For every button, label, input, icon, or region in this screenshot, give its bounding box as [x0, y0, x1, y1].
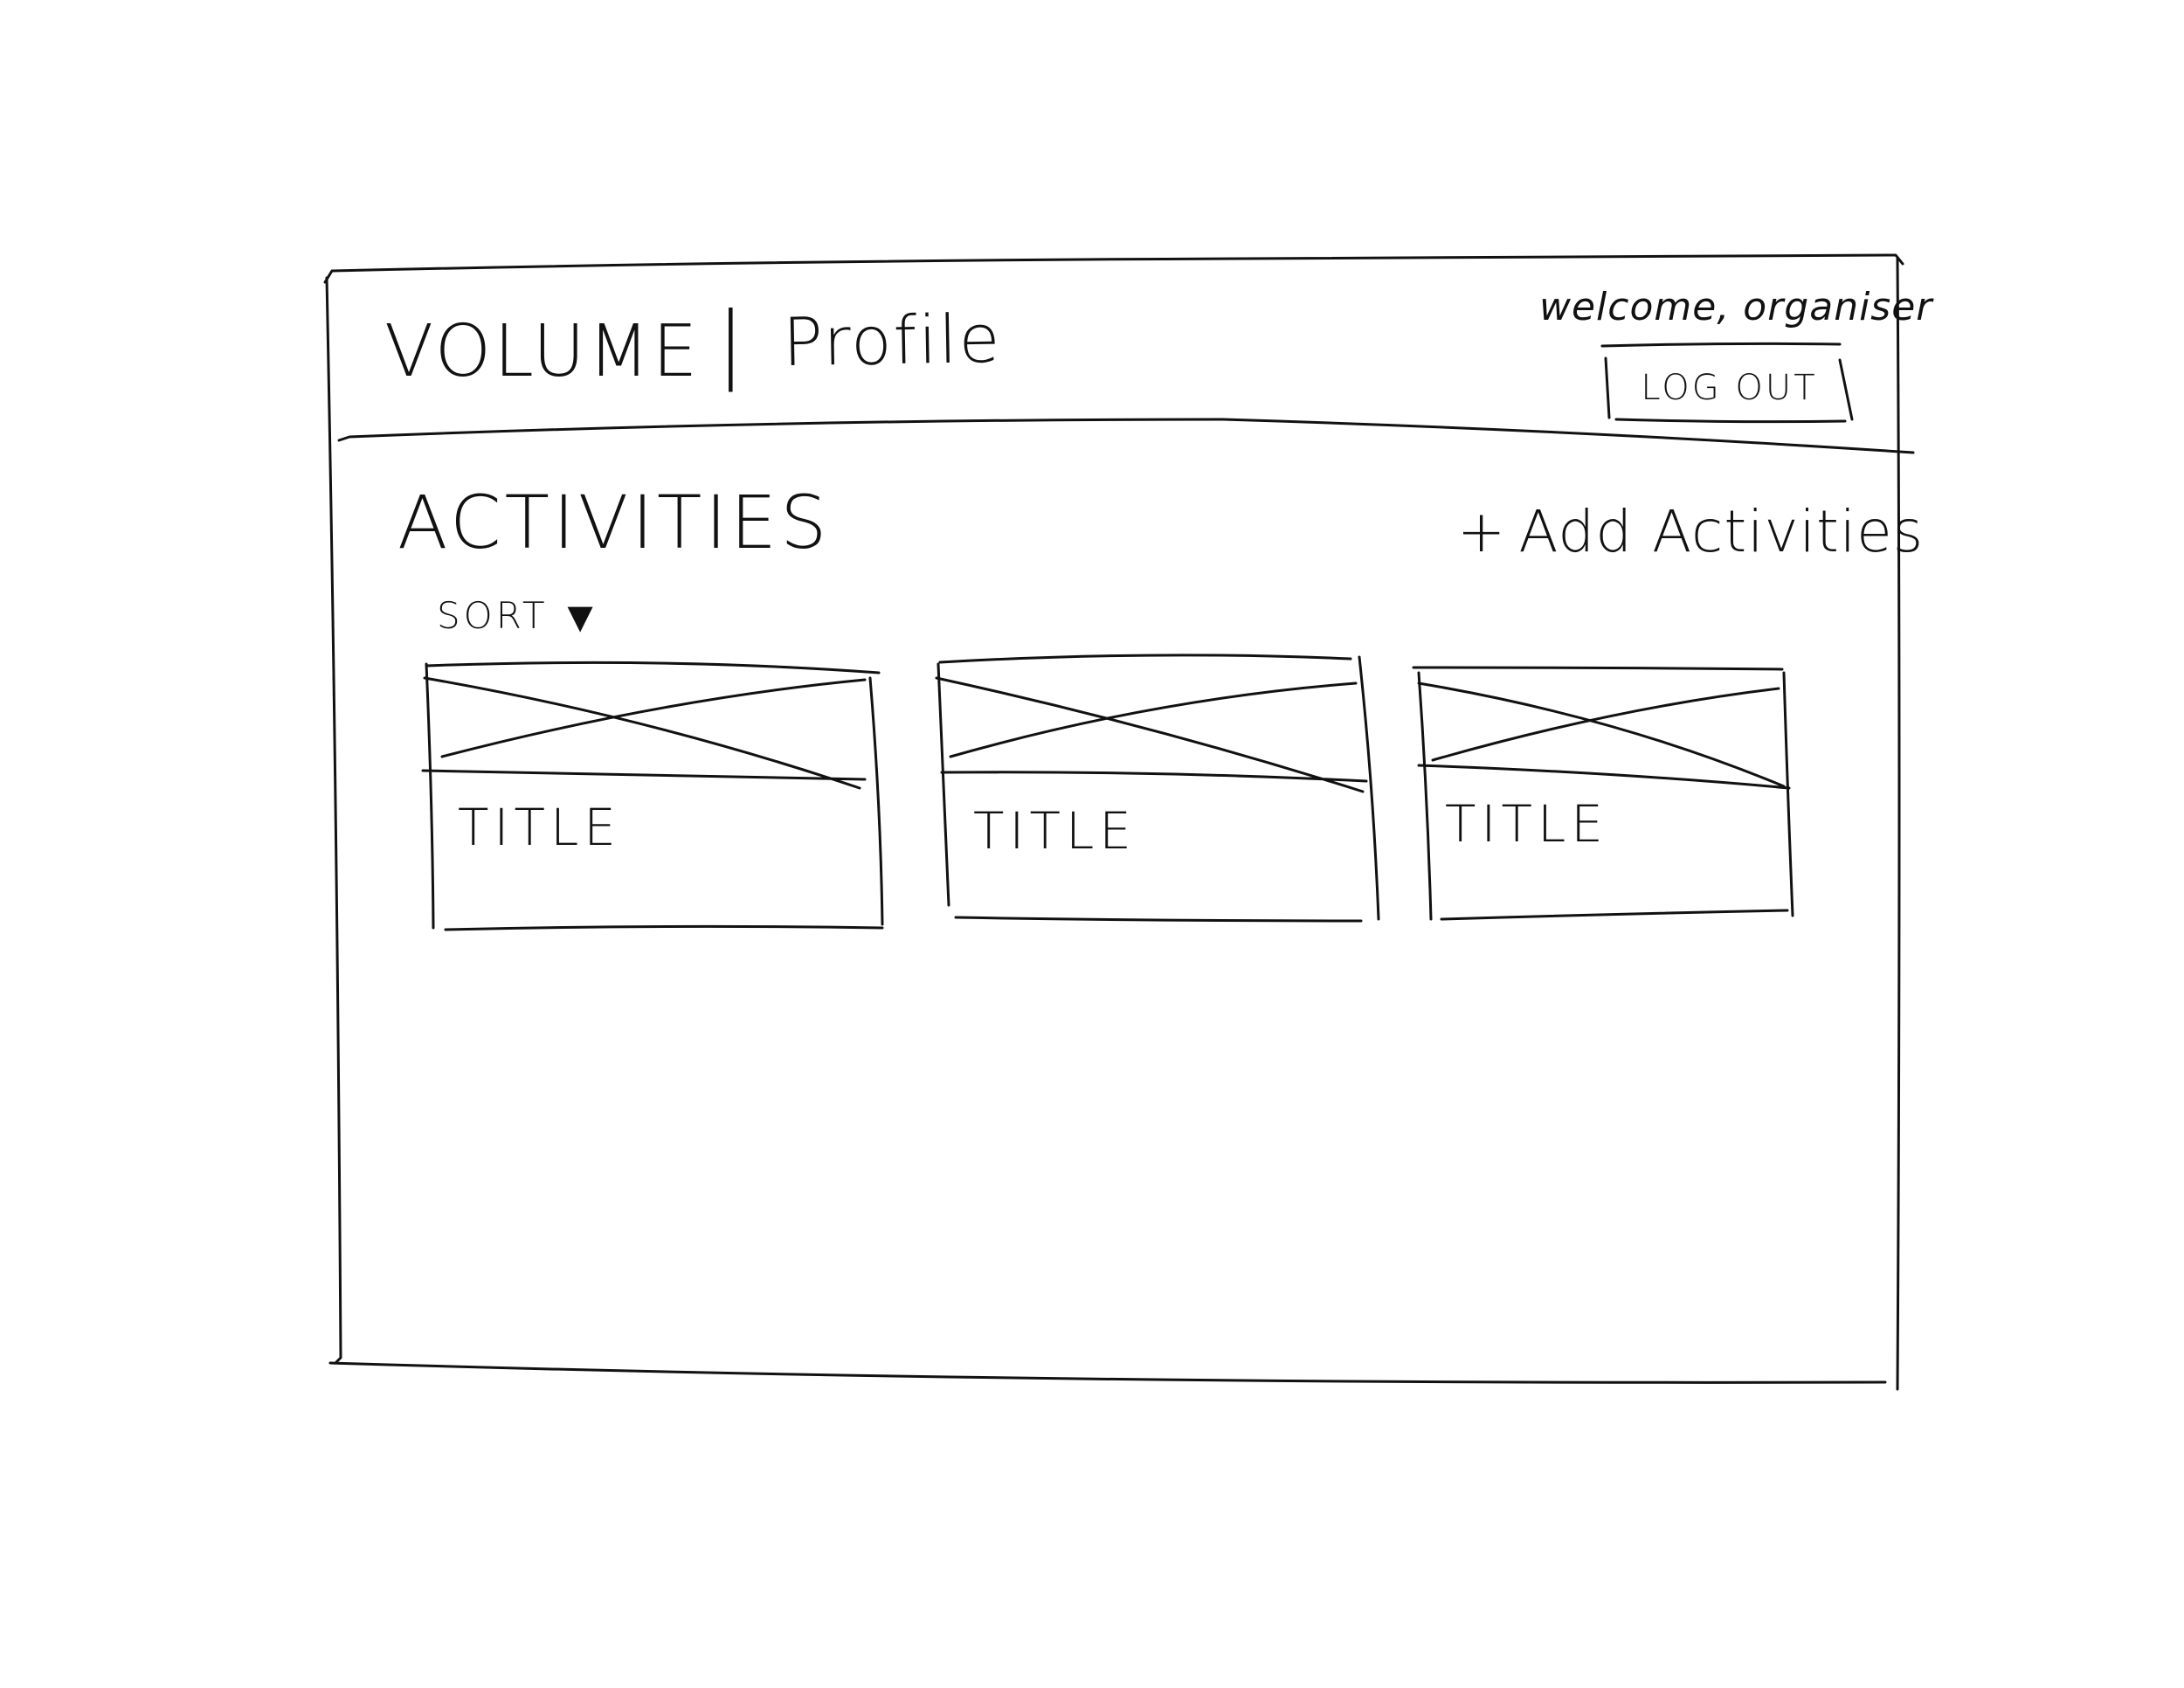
activity-card-title: TITLE — [1445, 794, 1608, 854]
page-title: Profile — [782, 299, 1003, 382]
add-activities-label: Add Activities — [1518, 498, 1925, 565]
logout-button[interactable]: LOG OUT — [1641, 368, 1818, 408]
activity-card-1-sketch — [421, 661, 884, 931]
header-divider — [337, 418, 1915, 454]
add-activities-button[interactable]: +Add Activities — [1457, 503, 1924, 561]
activity-card[interactable]: TITLE — [938, 657, 1379, 921]
activity-card-title: TITLE — [973, 801, 1137, 861]
caret-down-icon: ▼ — [567, 598, 597, 636]
welcome-message: welcome, organiser — [1539, 285, 1933, 329]
window-frame — [323, 253, 1904, 1391]
plus-icon: + — [1457, 498, 1507, 565]
logout-button-box — [1600, 342, 1854, 424]
brand-separator: | — [716, 294, 745, 392]
activity-card-2-sketch — [935, 654, 1380, 923]
activities-heading: ACTIVITIES — [397, 480, 831, 565]
sort-label: SORT — [437, 594, 549, 637]
brand-logo-text[interactable]: VOLUME — [384, 310, 701, 393]
sort-dropdown[interactable]: SORT▼ — [437, 598, 597, 634]
activity-card-3-sketch — [1412, 666, 1794, 921]
activity-card-title: TITLE — [458, 798, 621, 857]
activity-card[interactable]: TITLE — [1415, 668, 1793, 919]
activity-card[interactable]: TITLE — [426, 664, 882, 930]
